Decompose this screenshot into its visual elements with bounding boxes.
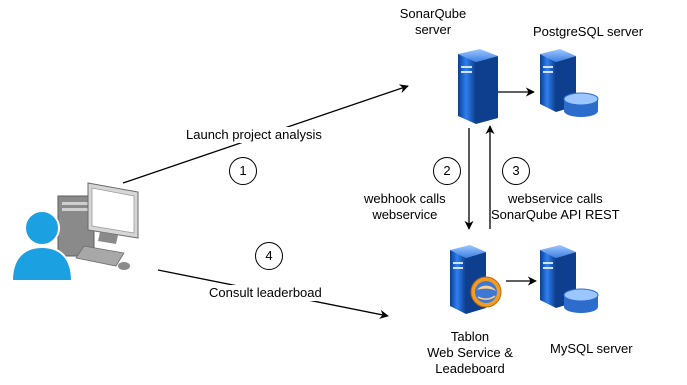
user-icon: [10, 210, 74, 282]
sonarqube-label-line1: SonarQube: [399, 6, 467, 21]
sonarqube-server-icon: [458, 49, 498, 124]
webhook-label-line2: webservice: [372, 207, 438, 222]
webhook-label: webhook calls webservice: [364, 191, 446, 223]
database-icon: [563, 92, 599, 117]
database-icon: [563, 288, 599, 313]
api-label-line2: SonarQube API REST: [491, 207, 620, 222]
launch-analysis-label: Launch project analysis: [186, 127, 322, 143]
api-label-line1: webservice calls: [507, 191, 603, 206]
tablon-label-line3: Leadeboard: [435, 361, 505, 376]
sonarqube-label-line2: server: [414, 22, 452, 37]
webhook-label-line1: webhook calls: [364, 191, 446, 206]
step-3-badge: 3: [502, 157, 530, 185]
tablon-label-line2: Web Service &: [427, 345, 513, 360]
api-rest-label: webservice calls SonarQube API REST: [491, 191, 620, 223]
firewall-icon: [470, 276, 502, 308]
step-4-badge: 4: [255, 242, 283, 270]
consult-leaderboard-label: Consult leaderboad: [209, 285, 322, 301]
step-2-badge: 2: [433, 157, 461, 185]
tablon-service-label: Tablon Web Service & Leadeboard: [412, 329, 528, 377]
postgresql-server-icon: [540, 49, 576, 112]
sonarqube-server-label: SonarQube server: [389, 6, 477, 38]
step-1-badge: 1: [229, 157, 257, 185]
tablon-label-line1: Tablon: [450, 329, 490, 344]
mysql-server-label: MySQL server: [550, 341, 633, 357]
postgresql-server-label: PostgreSQL server: [533, 24, 644, 40]
computer-icon: [57, 182, 139, 270]
